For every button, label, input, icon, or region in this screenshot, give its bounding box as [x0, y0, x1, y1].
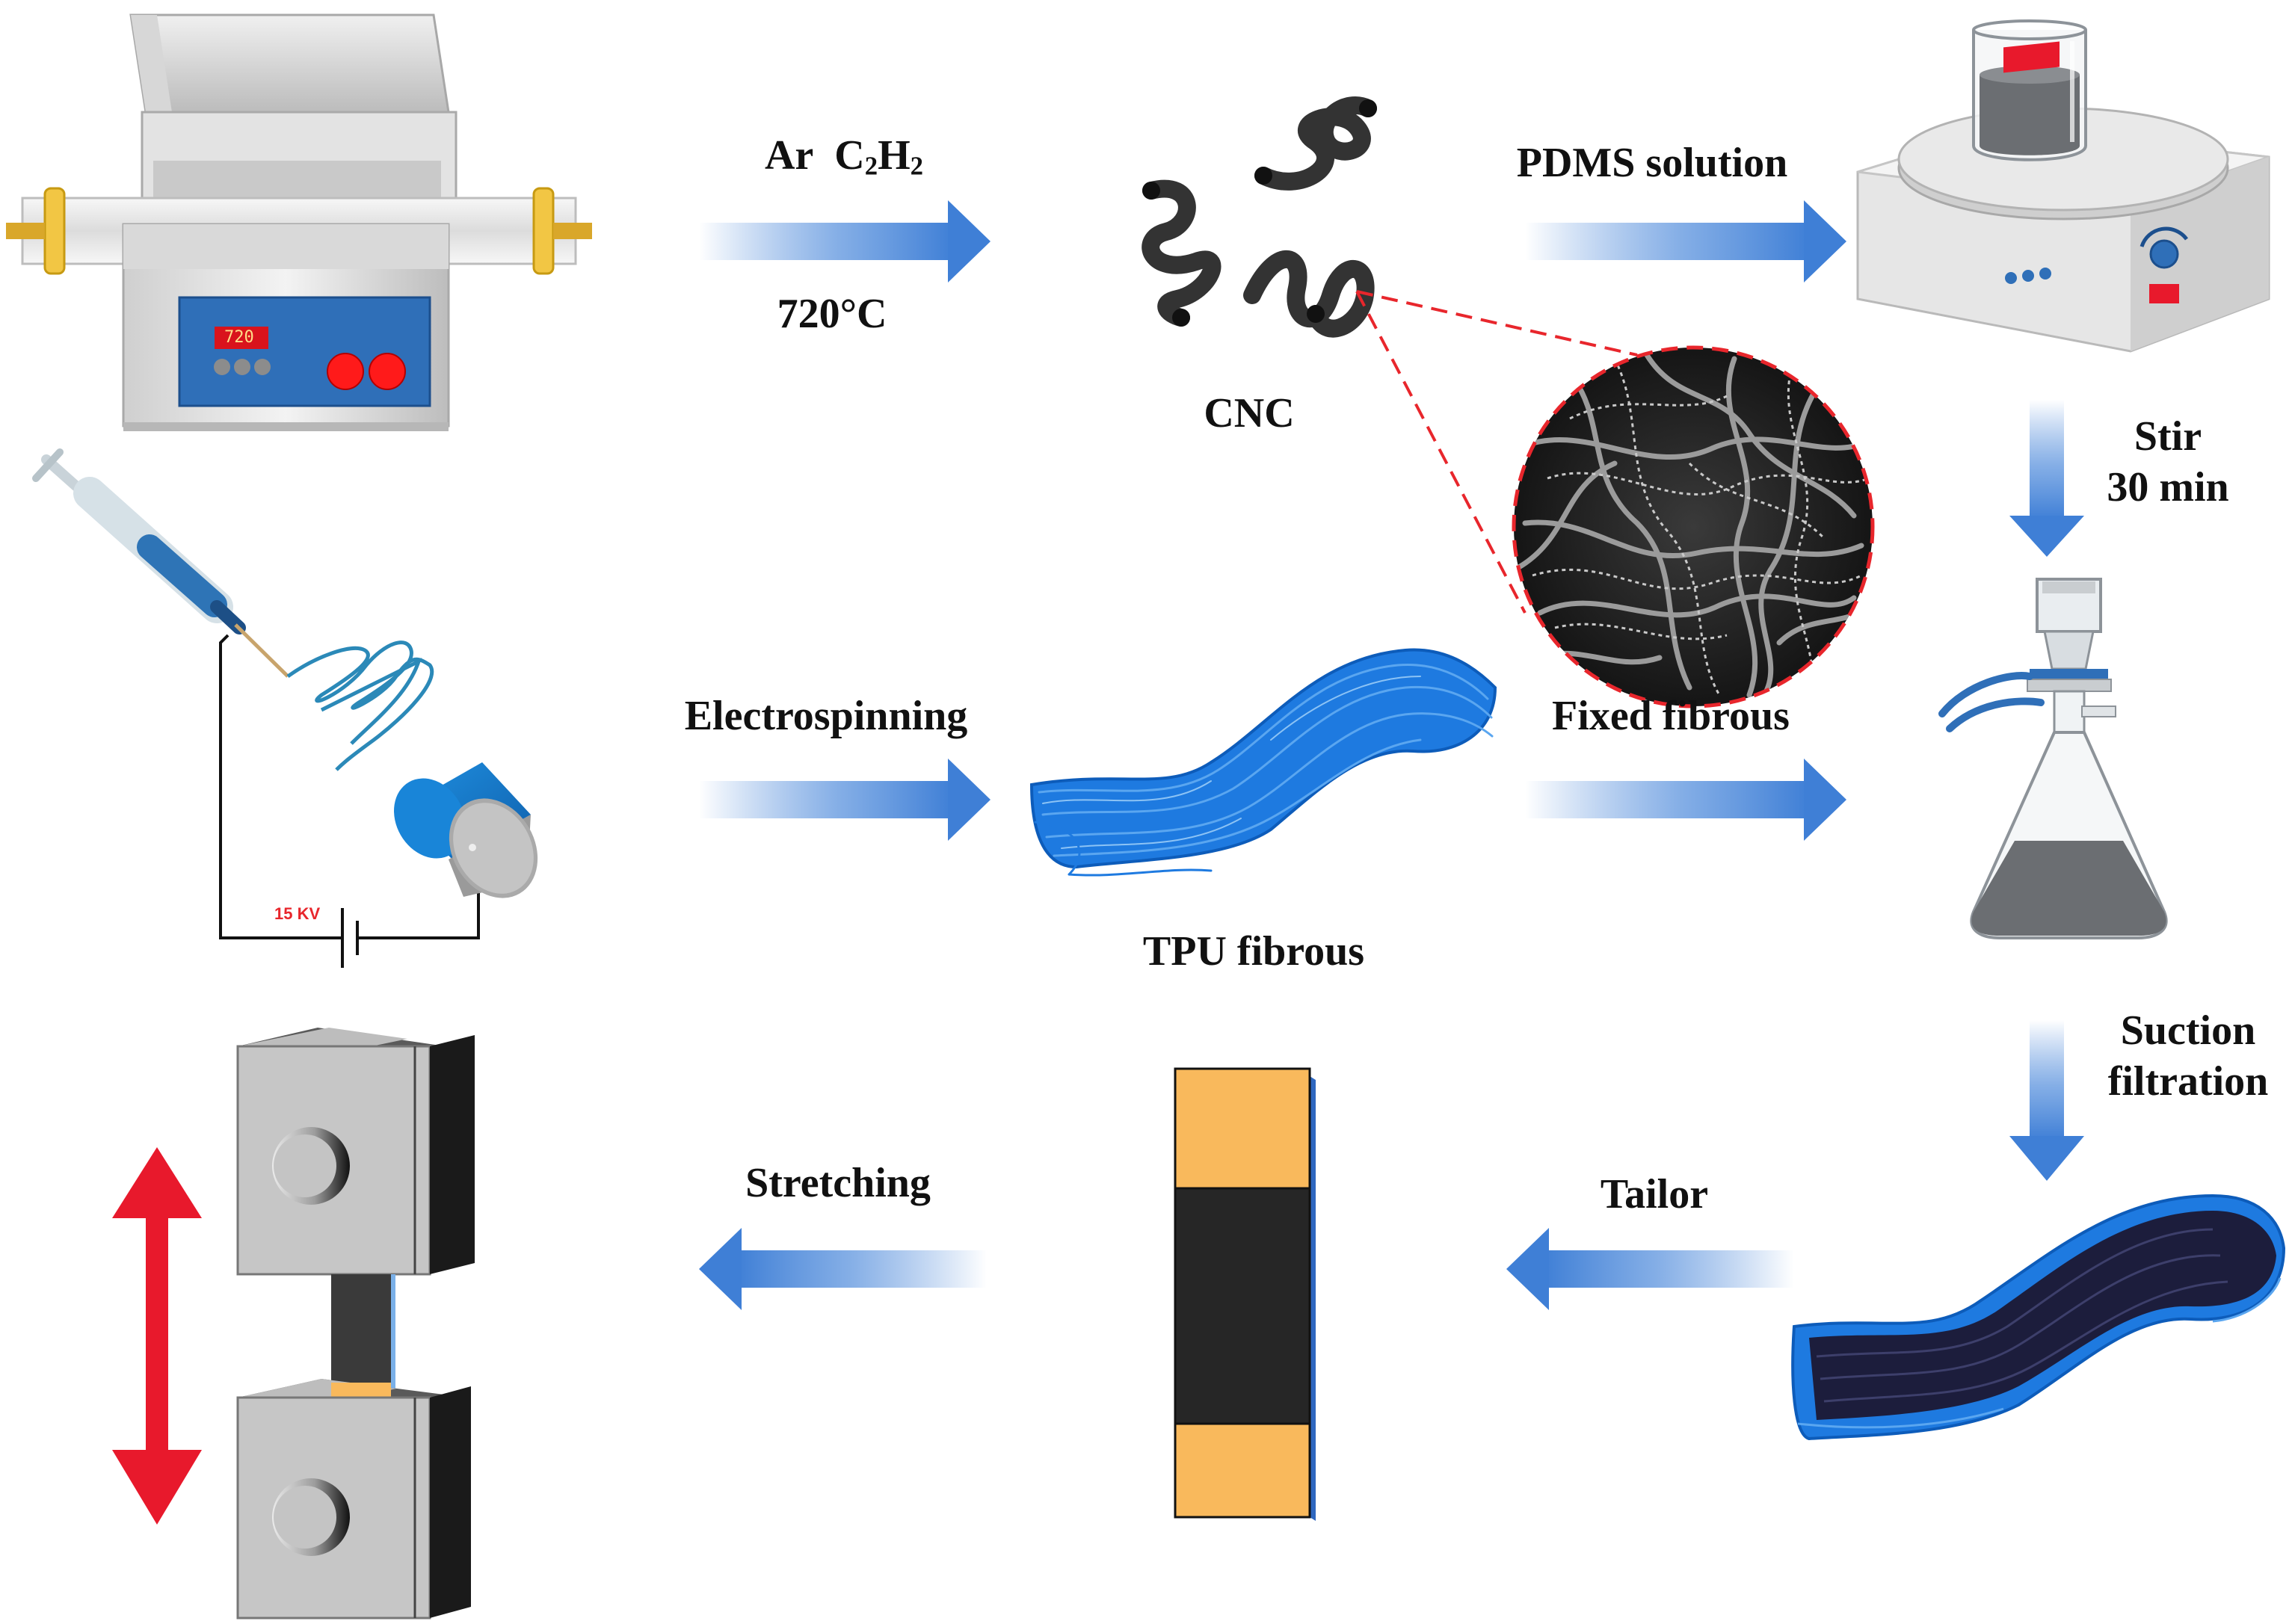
cvd-temperature-label: 720°C — [777, 291, 887, 337]
cnc-coil-icon — [1142, 96, 1377, 338]
stir-label: Stir 30 min — [2107, 413, 2229, 511]
tensile-clamp-icon — [236, 1028, 475, 1620]
voltage-label: 15 KV — [274, 904, 321, 923]
tpu-fibrous-mat — [1029, 648, 1497, 877]
cnc-label: CNC — [1204, 390, 1295, 436]
fixed-fibrous-label: Fixed fibrous — [1552, 693, 1790, 739]
cnc-coil-tips — [1142, 99, 1377, 327]
electrospinning-label: Electrospinning — [684, 693, 968, 739]
tailor-label: Tailor — [1600, 1171, 1709, 1217]
pdms-solution-label: PDMS solution — [1516, 140, 1788, 186]
tube-furnace-icon — [6, 13, 592, 431]
syringe-icon — [32, 448, 289, 678]
electrospinning-jet — [286, 640, 434, 771]
sem-zoom-lines — [1355, 290, 1638, 614]
suction-filtration-label: Suction filtration — [2107, 1007, 2269, 1105]
furnace-display-readout: 720 — [224, 328, 254, 347]
sample-strip-icon — [1174, 1067, 1316, 1521]
arrow-suction — [2009, 1020, 2084, 1181]
stretching-label: Stretching — [745, 1160, 931, 1206]
arrow-electrospinning — [699, 759, 991, 841]
arrow-pdms — [1525, 200, 1846, 282]
suction-flask-icon — [1938, 578, 2168, 939]
arrow-fixed — [1525, 759, 1846, 841]
arrow-stretching — [699, 1228, 987, 1310]
arrow-stir — [2009, 400, 2084, 557]
cvd-gas-label: Ar C2H2 — [764, 132, 924, 181]
composite-fibrous-mat — [1791, 1194, 2286, 1441]
hotplate-beaker-icon — [1856, 19, 2270, 353]
collector-drum-icon — [394, 762, 538, 898]
tpu-fibrous-label: TPU fibrous — [1142, 928, 1365, 975]
stretch-direction-arrow — [112, 1147, 202, 1525]
arrow-tailor — [1506, 1228, 1794, 1310]
arrow-cvd — [699, 200, 991, 282]
sem-image — [1512, 345, 1875, 708]
electrospinning-circuit — [219, 634, 480, 968]
